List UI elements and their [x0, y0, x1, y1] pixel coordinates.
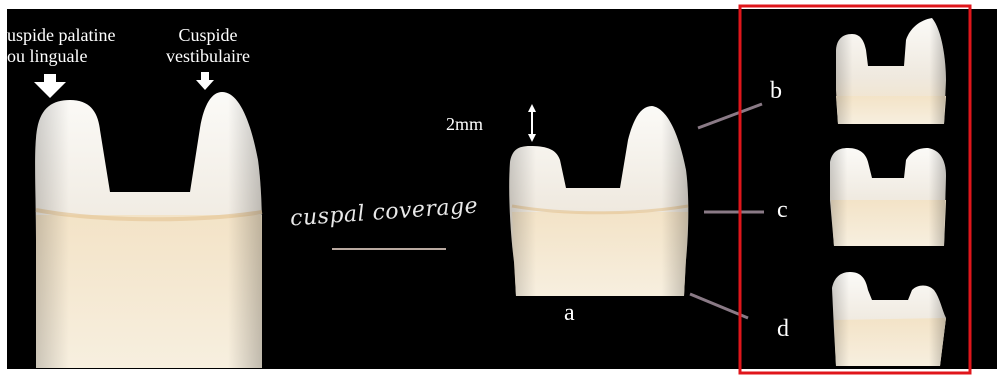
label-vestibular-cusp: Cuspide vestibulaire	[158, 25, 258, 66]
label-a: a	[564, 300, 575, 328]
label-2mm: 2mm	[446, 114, 483, 135]
label-d: d	[777, 316, 789, 344]
label-b: b	[770, 78, 782, 106]
label-palatine-cusp: uspide palatine ou linguale	[7, 25, 167, 66]
down-arrow-stem	[201, 72, 209, 81]
down-arrow-stem	[44, 74, 56, 83]
label-c: c	[777, 197, 788, 225]
